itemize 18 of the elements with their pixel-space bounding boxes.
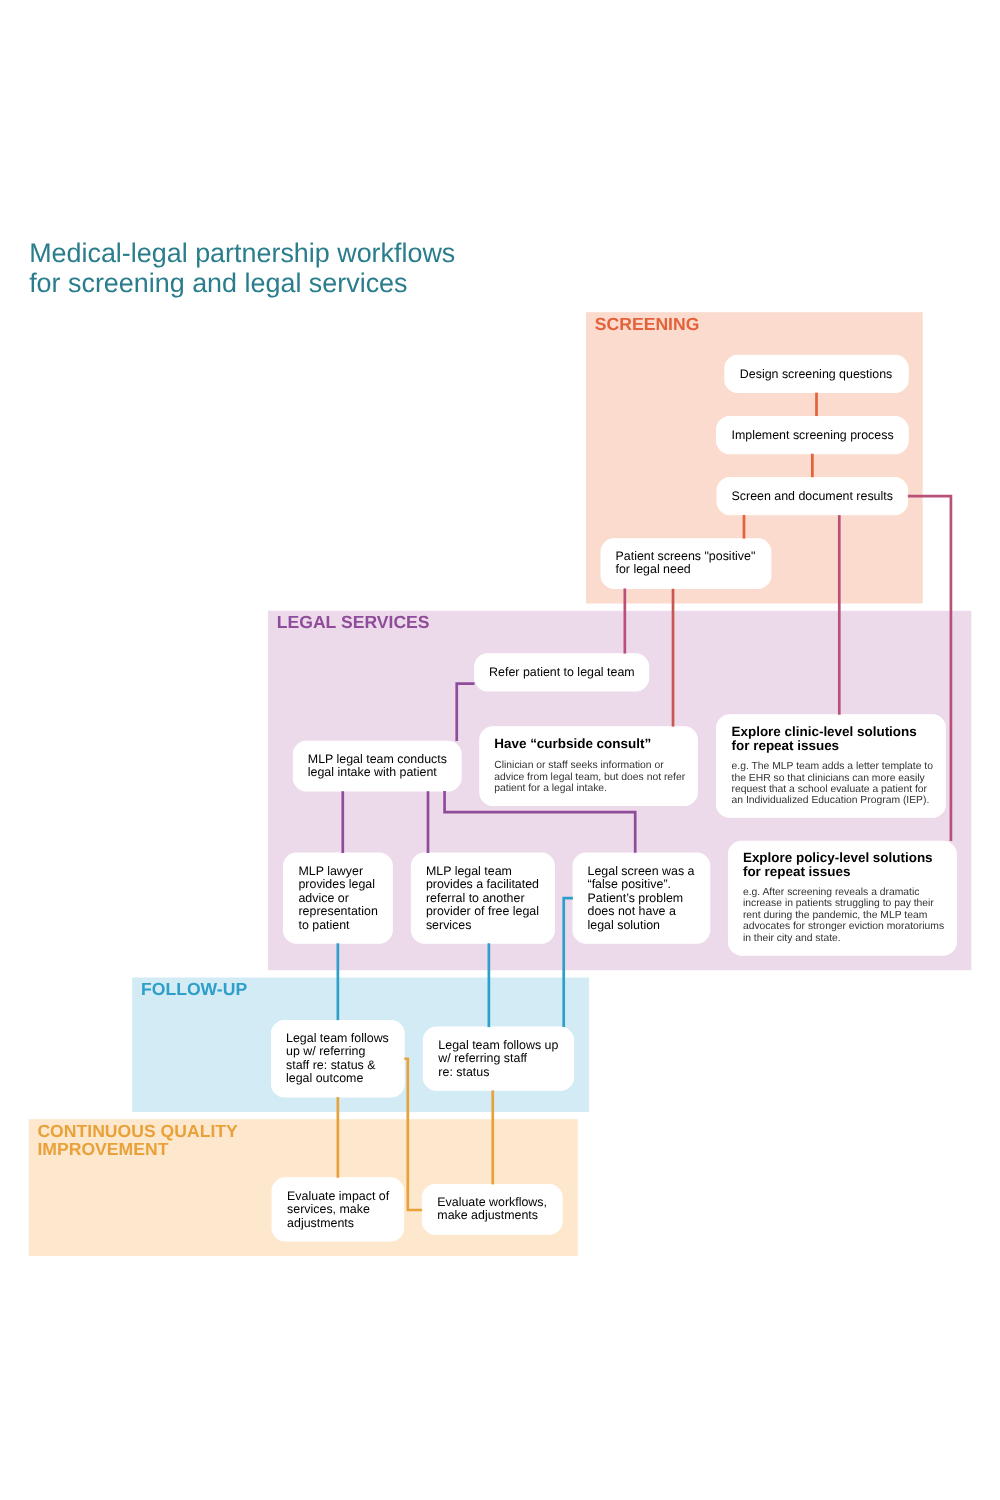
connector [491,1090,495,1185]
connector [487,943,491,1028]
diagram-title: Medical-legal partnership workflows for screening and legal services [29,237,456,298]
connector [443,791,637,853]
connector [811,453,814,478]
connector [341,791,345,854]
connector [336,943,340,1021]
connector [404,1057,423,1212]
connector [562,896,573,1027]
connector [671,588,675,727]
connector [907,494,953,841]
connector [623,588,627,654]
connector [815,392,818,417]
connector [336,1097,340,1178]
connector [455,682,475,741]
connector [837,515,841,715]
connector [426,791,430,854]
connector [742,514,746,539]
